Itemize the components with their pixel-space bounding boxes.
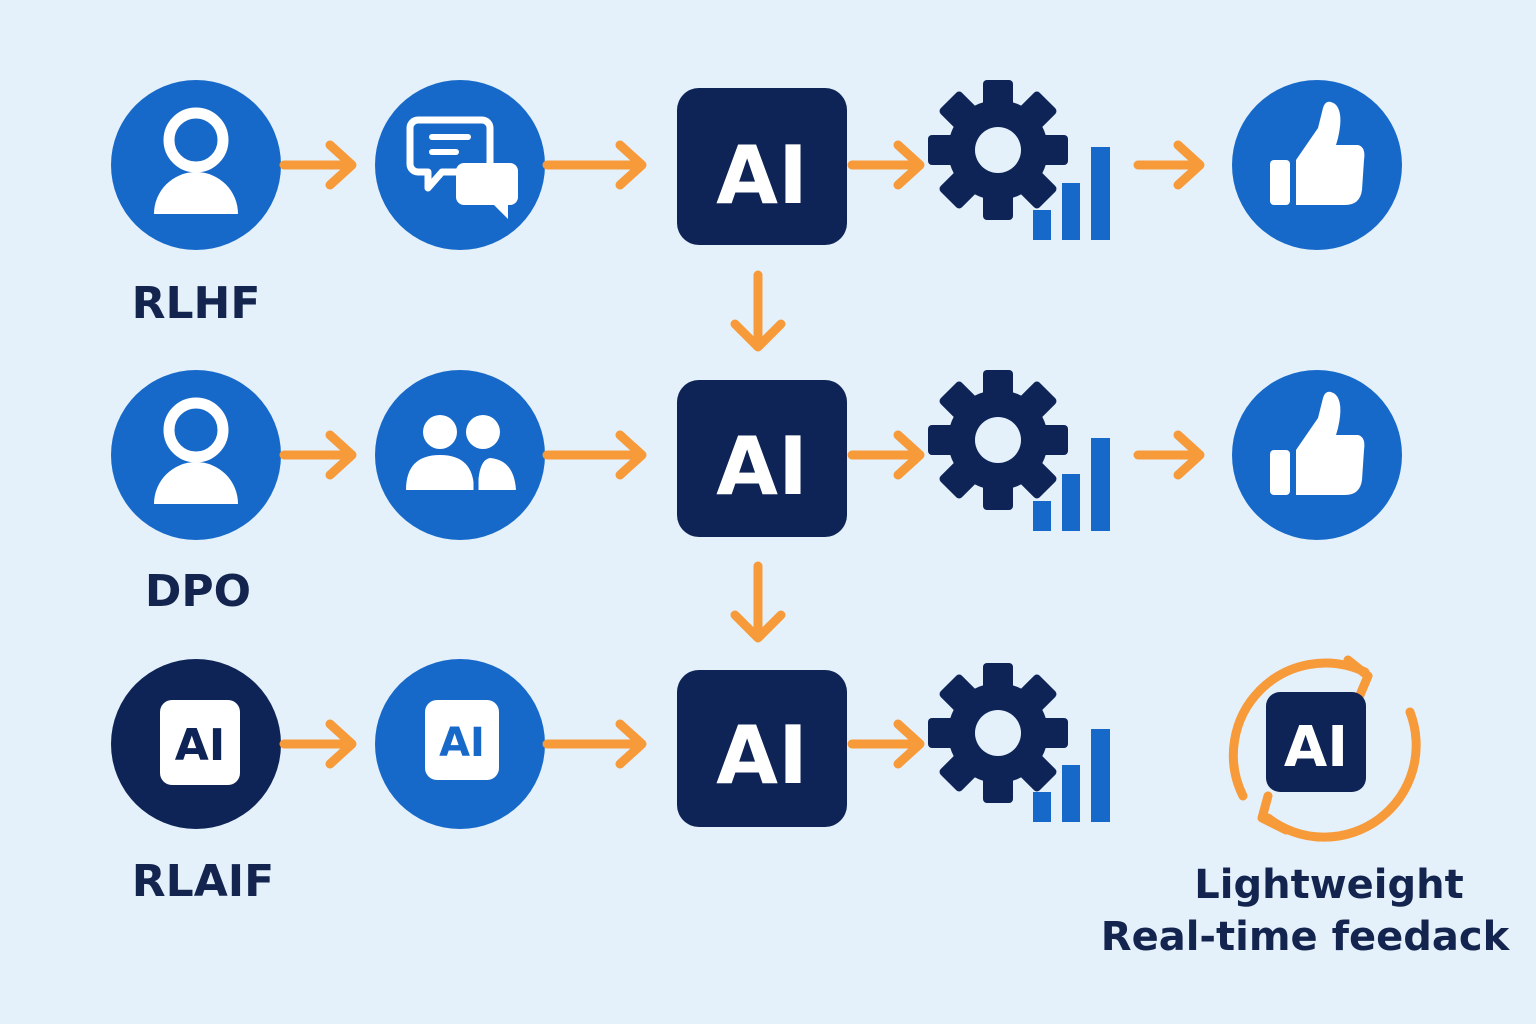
thumbs-up-icon bbox=[1232, 80, 1402, 250]
ai-box: AI bbox=[677, 88, 847, 245]
row-label-rlaif: RLAIF bbox=[132, 856, 274, 907]
arrow-right bbox=[279, 430, 357, 480]
ai-chip-icon: AI bbox=[375, 659, 545, 829]
bar-1 bbox=[1033, 792, 1051, 822]
ai-label: AI bbox=[716, 420, 808, 513]
bar-2 bbox=[1062, 474, 1080, 531]
ai-label: AI bbox=[175, 720, 225, 771]
ai-box: AI bbox=[677, 670, 847, 827]
row-label-dpo: DPO bbox=[145, 566, 251, 617]
bar-2 bbox=[1062, 765, 1080, 822]
bar-1 bbox=[1033, 210, 1051, 240]
ai-chip-icon: AI bbox=[111, 659, 281, 829]
row-rlhf: AI RLHF bbox=[111, 80, 1402, 329]
ai-label: AI bbox=[716, 709, 808, 802]
feedback-caption-line1: Lightweight bbox=[1194, 862, 1463, 908]
row-dpo: AI DPO bbox=[111, 370, 1402, 617]
chat-bubbles-icon bbox=[375, 80, 545, 250]
ai-label: AI bbox=[439, 720, 485, 766]
gear-bars-icon bbox=[928, 370, 1110, 531]
arrow-down bbox=[730, 270, 786, 352]
users-icon bbox=[375, 370, 545, 540]
arrow-right bbox=[279, 140, 357, 190]
arrow-right bbox=[1133, 430, 1205, 480]
arrow-right bbox=[847, 719, 925, 769]
arrow-right bbox=[542, 719, 647, 769]
arrow-right bbox=[847, 140, 925, 190]
row-label-rlhf: RLHF bbox=[132, 278, 261, 329]
arrow-right bbox=[542, 430, 647, 480]
refresh-ai-icon: AI bbox=[1228, 655, 1421, 842]
ai-label: AI bbox=[716, 129, 808, 222]
feedback-caption-line2: Real-time feedack bbox=[1101, 914, 1511, 960]
bar-3 bbox=[1091, 147, 1110, 240]
arrow-down bbox=[730, 561, 786, 643]
bar-3 bbox=[1091, 438, 1110, 531]
person-icon bbox=[111, 370, 281, 540]
person-icon bbox=[111, 80, 281, 250]
gear-bars-icon bbox=[928, 663, 1110, 822]
arrow-right bbox=[279, 719, 357, 769]
arrow-right bbox=[542, 140, 647, 190]
bar-2 bbox=[1062, 183, 1080, 240]
ai-label: AI bbox=[1284, 715, 1348, 780]
thumbs-up-icon bbox=[1232, 370, 1402, 540]
arrow-right bbox=[847, 430, 925, 480]
row-rlaif: AI AI AI bbox=[111, 655, 1511, 960]
gear-bars-icon bbox=[928, 80, 1110, 240]
bar-1 bbox=[1033, 501, 1051, 531]
bar-3 bbox=[1091, 729, 1110, 822]
arrow-right bbox=[1133, 140, 1205, 190]
ai-box: AI bbox=[677, 380, 847, 537]
